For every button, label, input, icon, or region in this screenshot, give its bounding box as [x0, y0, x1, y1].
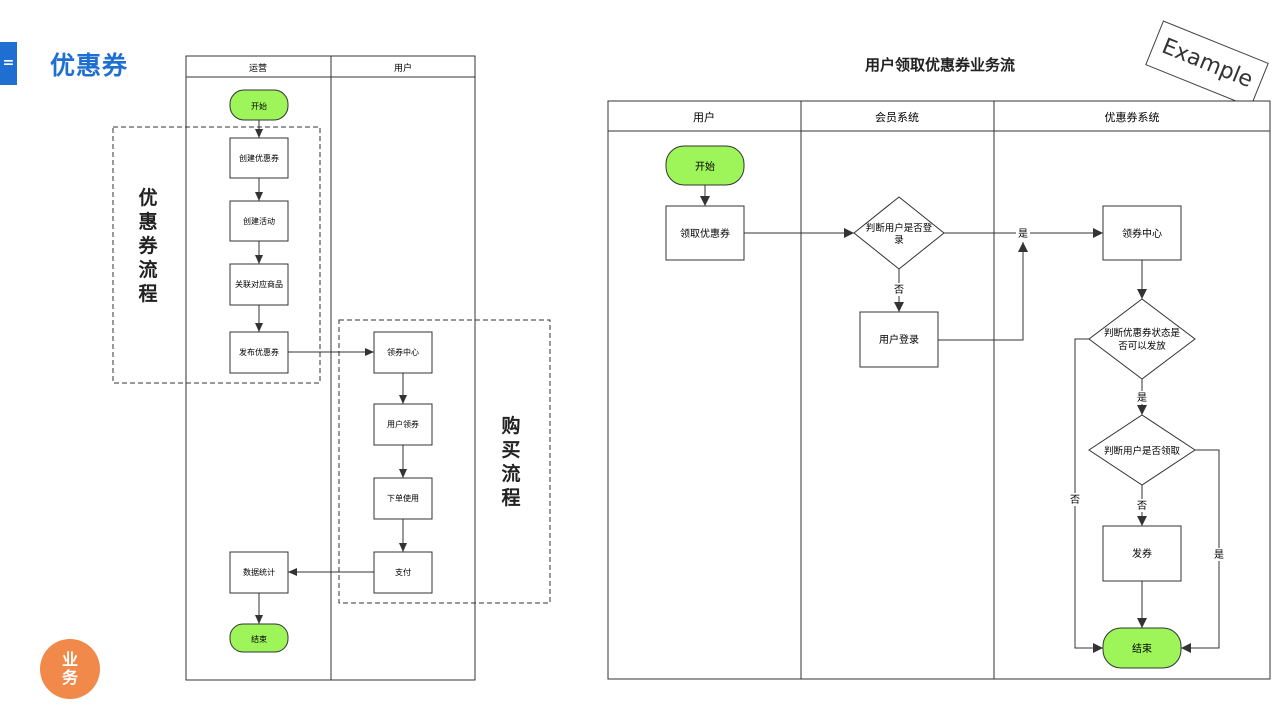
- right-lane-header-user: 用户: [693, 110, 715, 124]
- right-lanes-frame: [607, 100, 1271, 680]
- link-products-node: [229, 263, 289, 306]
- pay-node: [373, 551, 433, 594]
- right-coupon-center-label: 领券中心: [1122, 227, 1162, 240]
- lane-header-user: 用户: [394, 62, 412, 74]
- purchase-process-group: [338, 319, 551, 604]
- right-end-label: 结束: [1132, 642, 1152, 655]
- create-coupon-label: 创建优惠券: [239, 153, 279, 163]
- left-connectors: [255, 120, 407, 624]
- right-start-label: 开始: [695, 160, 715, 173]
- check-login-label-line2: 录: [894, 235, 904, 246]
- create-activity-label: 创建活动: [243, 216, 275, 226]
- data-stats-label: 数据统计: [243, 567, 275, 577]
- coupon-center-label: 领券中心: [387, 347, 419, 357]
- coupon-process-label: 优惠券流程: [138, 187, 158, 305]
- claim-coupon-label: 领取优惠券: [680, 227, 730, 240]
- publish-coupon-node: [229, 331, 289, 374]
- claim-coupon-node: [665, 205, 745, 261]
- publish-coupon-label: 发布优惠券: [239, 347, 279, 357]
- issue-coupon-node: [1102, 525, 1182, 582]
- order-use-node: [373, 477, 433, 520]
- edge-label-status-no: 否: [1070, 494, 1080, 506]
- edge-label-claimed-no: 否: [1137, 500, 1147, 512]
- check-claimed-label: 判断用户是否领取: [1104, 445, 1181, 457]
- issue-coupon-label: 发券: [1132, 547, 1152, 560]
- edge-label-status-yes: 是: [1137, 392, 1147, 404]
- check-login-label-line1: 判断用户是否登: [866, 222, 933, 234]
- edge-label-login-no: 否: [894, 284, 904, 296]
- order-use-label: 下单使用: [387, 493, 419, 503]
- pay-label: 支付: [395, 567, 411, 577]
- purchase-process-label: 购买流程: [501, 415, 521, 509]
- edge-label-login-yes: 是: [1018, 228, 1028, 240]
- right-lane-header-coupon: 优惠券系统: [1105, 110, 1160, 124]
- user-claim-label: 用户领券: [387, 419, 419, 429]
- left-end-label: 结束: [251, 634, 267, 644]
- edge-label-claimed-yes: 是: [1214, 549, 1224, 561]
- check-status-label-line1: 判断优惠券状态是: [1104, 327, 1181, 339]
- page-title: 优惠券: [50, 51, 129, 80]
- lane-header-operations: 运营: [249, 62, 267, 74]
- link-products-label: 关联对应商品: [235, 279, 283, 289]
- badge-text: 业务: [61, 650, 78, 687]
- check-status-label-line2: 否可以发放: [1118, 340, 1166, 352]
- user-login-label: 用户登录: [879, 333, 919, 346]
- category-badge: 业务: [40, 639, 100, 699]
- right-coupon-center-node: [1102, 205, 1182, 261]
- data-stats-node: [229, 551, 289, 594]
- left-start-label: 开始: [251, 101, 267, 111]
- diagram-title: 用户领取优惠券业务流: [864, 56, 1015, 74]
- right-lane-header-member: 会员系统: [875, 111, 919, 124]
- menu-icon[interactable]: =: [0, 42, 17, 85]
